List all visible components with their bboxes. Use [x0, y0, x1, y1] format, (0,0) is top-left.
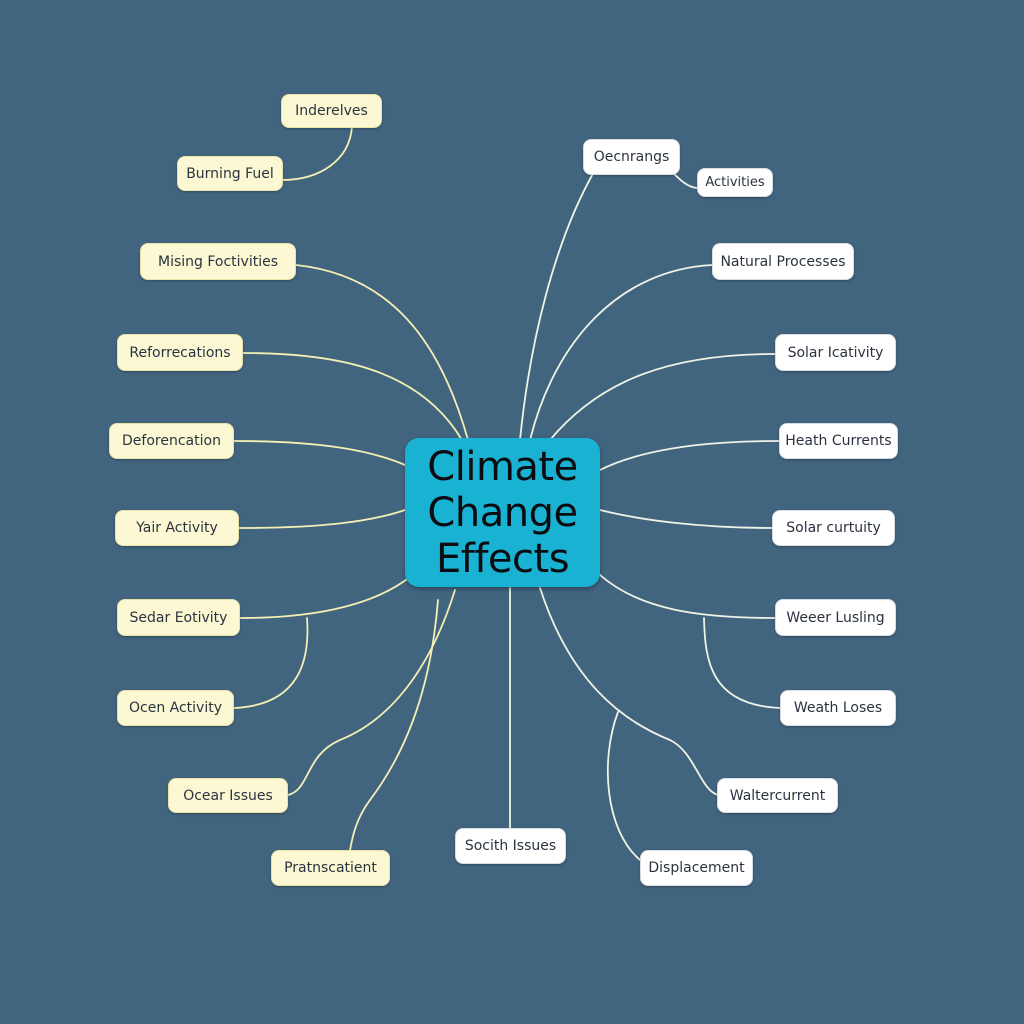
node-heath-currents[interactable]: Heath Currents [779, 423, 898, 459]
node-label: Socith Issues [464, 838, 557, 854]
central-topic-node[interactable]: Climate Change Effects [405, 438, 600, 587]
node-pratnscatient[interactable]: Pratnscatient [271, 850, 390, 886]
node-label: Waltercurrent [729, 787, 826, 804]
node-label: Weeer Lusling [786, 609, 885, 626]
node-label: Solar Icativity [787, 344, 884, 361]
node-indirect[interactable]: Inderelves [281, 94, 382, 128]
link-solar-icativity [549, 353, 776, 441]
link-weeer [599, 574, 776, 619]
node-solar-icativity[interactable]: Solar Icativity [775, 334, 896, 371]
node-natural-processes[interactable]: Natural Processes [712, 243, 854, 280]
node-reforestation[interactable]: Reforrecations [117, 334, 243, 371]
node-label: Pratnscatient [284, 860, 377, 876]
node-yair-activity[interactable]: Yair Activity [115, 510, 239, 546]
link-solar-curtuity [599, 509, 773, 529]
link-mining [295, 264, 469, 441]
link-displacement [606, 711, 641, 861]
link-heath [599, 440, 780, 471]
node-mining[interactable]: Mising Foctivities [140, 243, 296, 280]
node-label: Deforencation [122, 433, 221, 449]
node-weeer-lusling[interactable]: Weeer Lusling [775, 599, 896, 636]
node-label: Activities [705, 175, 765, 190]
node-label: Reforrecations [129, 344, 231, 361]
left-connectors [233, 125, 469, 851]
node-deforestation[interactable]: Deforencation [109, 423, 234, 459]
node-ocean-activity[interactable]: Ocen Activity [117, 690, 234, 726]
link-pratns [349, 599, 439, 851]
node-weath-loses[interactable]: Weath Loses [780, 690, 896, 726]
node-label: Ocear Issues [183, 787, 273, 804]
node-label: Displacement [648, 860, 745, 876]
node-label: Solar curtuity [786, 520, 881, 536]
link-natural [529, 264, 713, 441]
node-ocean-issues[interactable]: Ocear Issues [168, 778, 288, 813]
node-solar-curtuity[interactable]: Solar curtuity [772, 510, 895, 546]
node-displacement[interactable]: Displacement [640, 850, 753, 886]
link-oecnrangs [519, 169, 596, 441]
node-waltercurrent[interactable]: Waltercurrent [717, 778, 838, 813]
node-social-issues[interactable]: Socith Issues [455, 828, 566, 864]
node-activities[interactable]: Activities [697, 168, 773, 197]
link-ocean-issues [287, 589, 456, 796]
link-waltercurrent [539, 587, 719, 796]
link-weath [703, 617, 781, 709]
node-label: Mising Foctivities [157, 253, 279, 270]
link-deforestation [233, 440, 406, 466]
node-solar-activity-left[interactable]: Sedar Eotivity [117, 599, 240, 636]
node-label: Burning Fuel [186, 165, 274, 182]
node-label: Natural Processes [720, 253, 846, 270]
node-label: Sedar Eotivity [129, 609, 228, 626]
link-solar-left [239, 576, 411, 619]
link-indirect-burning [281, 125, 353, 181]
node-label: Inderelves [295, 103, 368, 119]
node-burning-fuel[interactable]: Burning Fuel [177, 156, 283, 191]
node-label: Heath Currents [785, 433, 892, 449]
node-label: Oecnrangs [593, 149, 670, 165]
central-topic-title: Climate Change Effects [427, 443, 578, 582]
node-oecnrangs[interactable]: Oecnrangs [583, 139, 680, 175]
node-label: Ocen Activity [128, 700, 222, 716]
node-label: Yair Activity [136, 520, 218, 536]
link-yair [238, 509, 406, 529]
node-label: Weath Loses [793, 700, 883, 716]
link-reforestation [242, 352, 463, 441]
link-ocean-activity [233, 617, 309, 709]
